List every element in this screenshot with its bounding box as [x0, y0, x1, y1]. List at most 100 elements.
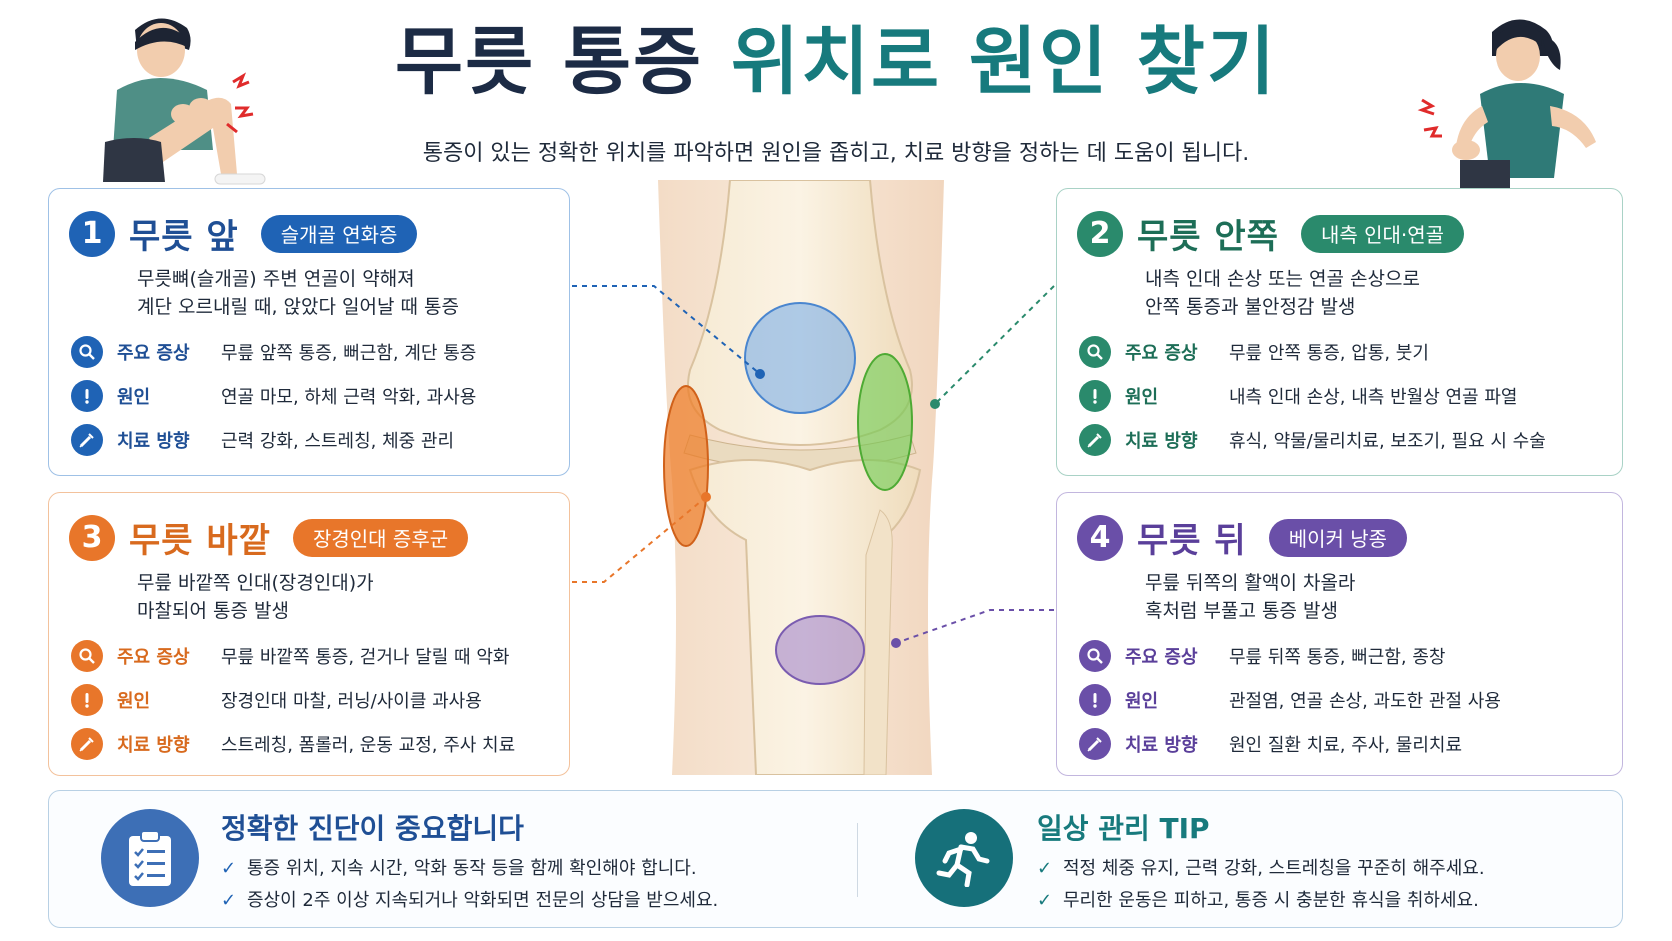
- card-header: 2 무릇 안쪽 내측 인대·연골: [1077, 209, 1465, 258]
- card-description: 무릎 바깥쪽 인대(장경인대)가 마찰되어 통증 발생: [137, 569, 374, 625]
- row-label: 치료 방향: [1125, 431, 1198, 452]
- exclamation-icon: [71, 380, 103, 412]
- card-knee-front: 1 무릇 앞 슬개골 연화증 무릇뼈(슬개골) 주변 연골이 약해져 계단 오르…: [48, 188, 570, 476]
- diagnosis-list: ✓ 통증 위치, 지속 시간, 악화 동작 등을 함께 확인해야 합니다. ✓ 증상…: [221, 853, 718, 917]
- card-number: 1: [69, 210, 115, 257]
- symptom-row: 주요 증상 무릎 뒤쪽 통증, 뻐근함, 종창: [1079, 639, 1501, 673]
- list-item-text: 무리한 운동은 피하고, 통증 시 충분한 휴식을 취하세요.: [1063, 890, 1479, 911]
- card-description: 내측 인대 손상 또는 연골 손상으로 안쪽 통증과 불안정감 발생: [1145, 265, 1420, 321]
- description-line: 혹처럼 부풀고 통증 발생: [1145, 600, 1338, 622]
- row-label: 주요 증상: [117, 343, 190, 364]
- card-title: 무릇 앞: [129, 217, 239, 257]
- running-icon: [915, 809, 1013, 907]
- exclamation-icon: [71, 684, 103, 716]
- description-line: 내측 인대 손상 또는 연골 손상으로: [1145, 268, 1420, 290]
- cause-row: 원인 내측 인대 손상, 내측 반월상 연골 파열: [1079, 379, 1546, 413]
- row-label: 주요 증상: [1125, 343, 1198, 364]
- list-item: ✓ 증상이 2주 이상 지속되거나 악화되면 전문의 상담을 받으세요.: [221, 885, 718, 917]
- check-icon: ✓: [221, 858, 237, 879]
- symptom-row: 주요 증상 무릎 앞쪽 통증, 뻐근함, 계단 통증: [71, 335, 476, 369]
- syringe-icon: [1079, 424, 1111, 456]
- card-title: 무릇 뒤: [1137, 521, 1247, 561]
- row-label: 원인: [117, 691, 151, 712]
- card-knee-inner: 2 무릇 안쪽 내측 인대·연골 내측 인대 손상 또는 연골 손상으로 안쪽 …: [1056, 188, 1623, 476]
- description-line: 마찰되어 통증 발생: [137, 600, 289, 622]
- title-part-2: 위치로 원인 찾기: [730, 19, 1277, 105]
- row-label: 치료 방향: [117, 431, 190, 452]
- tip-list: ✓ 적정 체중 유지, 근력 강화, 스트레칭을 꾸준히 해주세요. ✓ 무리한 운…: [1037, 853, 1485, 917]
- check-icon: ✓: [221, 890, 237, 911]
- row-label: 치료 방향: [117, 735, 190, 756]
- info-rows: 주요 증상 무릎 바깥쪽 통증, 걷거나 달릴 때 악화 원인 장경인대 마찰,…: [71, 639, 515, 771]
- syringe-icon: [71, 728, 103, 760]
- list-item: ✓ 적정 체중 유지, 근력 강화, 스트레칭을 꾸준히 해주세요.: [1037, 853, 1485, 885]
- page-subtitle: 통증이 있는 정확한 위치를 파악하면 원인을 좁히고, 치료 방향을 정하는 …: [422, 141, 1250, 166]
- cause-row: 원인 관절염, 연골 손상, 과도한 관절 사용: [1079, 683, 1501, 717]
- info-rows: 주요 증상 무릎 뒤쪽 통증, 뻐근함, 종창 원인 관절염, 연골 손상, 과…: [1079, 639, 1501, 771]
- diagnosis-tag: 슬개골 연화증: [260, 214, 418, 253]
- treatment-row: 치료 방향 원인 질환 치료, 주사, 물리치료: [1079, 727, 1501, 761]
- clipboard-icon: [101, 809, 199, 907]
- row-label: 원인: [1125, 691, 1159, 712]
- info-rows: 주요 증상 무릎 안쪽 통증, 압통, 붓기 원인 내측 인대 손상, 내측 반…: [1079, 335, 1546, 467]
- row-text: 내측 인대 손상, 내측 반월상 연골 파열: [1229, 387, 1518, 408]
- check-icon: ✓: [1037, 858, 1053, 879]
- woman-knee-pain-illustration: [1417, 19, 1596, 188]
- diagnosis-tag: 내측 인대·연골: [1300, 214, 1465, 253]
- row-text: 원인 질환 치료, 주사, 물리치료: [1229, 735, 1463, 756]
- cause-row: 원인 연골 마모, 하체 근력 악화, 과사용: [71, 379, 476, 413]
- row-text: 무릎 바깥쪽 통증, 걷거나 달릴 때 악화: [221, 647, 510, 668]
- tip-title: 일상 관리 TIP: [1037, 812, 1210, 845]
- card-header: 4 무릇 뒤 베이커 낭종: [1077, 513, 1408, 562]
- treatment-row: 치료 방향 휴식, 약물/물리치료, 보조기, 필요 시 수술: [1079, 423, 1546, 457]
- symptom-row: 주요 증상 무릎 바깥쪽 통증, 걷거나 달릴 때 악화: [71, 639, 515, 673]
- card-knee-back: 4 무릇 뒤 베이커 낭종 무릎 뒤쪽의 활액이 차올라 혹처럼 부풀고 통증 …: [1056, 492, 1623, 776]
- description-line: 무릎 바깥쪽 인대(장경인대)가: [137, 572, 374, 594]
- list-item: ✓ 무리한 운동은 피하고, 통증 시 충분한 휴식을 취하세요.: [1037, 885, 1485, 917]
- search-icon: [1079, 640, 1111, 672]
- row-text: 근력 강화, 스트레칭, 체중 관리: [221, 431, 455, 452]
- card-description: 무릎 뒤쪽의 활액이 차올라 혹처럼 부풀고 통증 발생: [1145, 569, 1355, 625]
- bottom-info-panel: 정확한 진단이 중요합니다 ✓ 통증 위치, 지속 시간, 악화 동작 등을 함께…: [48, 790, 1623, 928]
- row-text: 휴식, 약물/물리치료, 보조기, 필요 시 수술: [1229, 431, 1546, 452]
- list-item-text: 적정 체중 유지, 근력 강화, 스트레칭을 꾸준히 해주세요.: [1063, 858, 1485, 879]
- row-text: 관절염, 연골 손상, 과도한 관절 사용: [1229, 691, 1501, 712]
- card-title: 무릇 바깥: [129, 521, 271, 561]
- card-number: 2: [1077, 210, 1123, 257]
- treatment-row: 치료 방향 근력 강화, 스트레칭, 체중 관리: [71, 423, 476, 457]
- description-line: 무릇뼈(슬개골) 주변 연골이 약해져: [137, 268, 415, 290]
- syringe-icon: [1079, 728, 1111, 760]
- description-line: 계단 오르내릴 때, 앉았다 일어날 때 통증: [137, 296, 459, 318]
- row-text: 연골 마모, 하체 근력 악화, 과사용: [221, 387, 477, 408]
- diagnosis-tag: 장경인대 증후군: [292, 518, 469, 557]
- row-text: 무릎 뒤쪽 통증, 뻐근함, 종창: [1229, 647, 1446, 668]
- check-icon: ✓: [1037, 890, 1053, 911]
- exclamation-icon: [1079, 380, 1111, 412]
- card-header: 3 무릇 바깥 장경인대 증후군: [69, 513, 469, 562]
- row-text: 스트레칭, 폼롤러, 운동 교정, 주사 치료: [221, 735, 516, 756]
- row-label: 주요 증상: [117, 647, 190, 668]
- knee-anatomy-illustration: [658, 180, 944, 775]
- treatment-row: 치료 방향 스트레칭, 폼롤러, 운동 교정, 주사 치료: [71, 727, 515, 761]
- cause-row: 원인 장경인대 마찰, 러닝/사이클 과사용: [71, 683, 515, 717]
- row-text: 무릎 안쪽 통증, 압통, 붓기: [1229, 343, 1429, 364]
- card-number: 3: [69, 514, 115, 561]
- row-text: 장경인대 마찰, 러닝/사이클 과사용: [221, 691, 482, 712]
- list-item-text: 통증 위치, 지속 시간, 악화 동작 등을 함께 확인해야 합니다.: [247, 858, 697, 879]
- exclamation-icon: [1079, 684, 1111, 716]
- description-line: 무릎 뒤쪽의 활액이 차올라: [1145, 572, 1356, 594]
- row-label: 주요 증상: [1125, 647, 1198, 668]
- row-label: 원인: [1125, 387, 1159, 408]
- search-icon: [71, 336, 103, 368]
- card-number: 4: [1077, 514, 1123, 561]
- row-text: 무릎 앞쪽 통증, 뻐근함, 계단 통증: [221, 343, 477, 364]
- list-item-text: 증상이 2주 이상 지속되거나 악화되면 전문의 상담을 받으세요.: [247, 890, 719, 911]
- card-description: 무릇뼈(슬개골) 주변 연골이 약해져 계단 오르내릴 때, 앉았다 일어날 때…: [137, 265, 459, 321]
- diagnosis-title: 정확한 진단이 중요합니다: [221, 812, 524, 845]
- search-icon: [1079, 336, 1111, 368]
- syringe-icon: [71, 424, 103, 456]
- diagnosis-tag: 베이커 낭종: [1268, 518, 1408, 557]
- list-item: ✓ 통증 위치, 지속 시간, 악화 동작 등을 함께 확인해야 합니다.: [221, 853, 718, 885]
- search-icon: [71, 640, 103, 672]
- title-part-1: 무릇 통증: [395, 19, 704, 105]
